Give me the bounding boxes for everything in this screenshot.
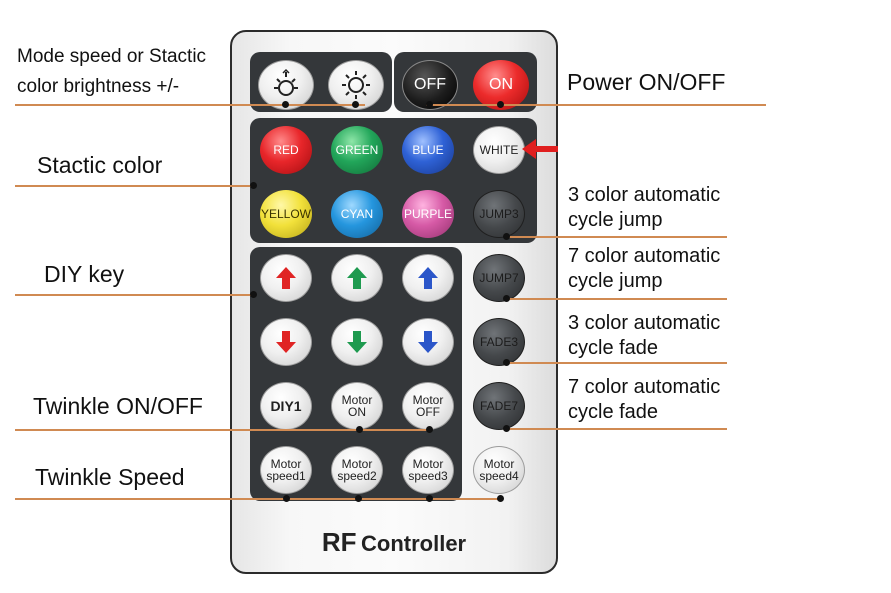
leader-fade3	[505, 362, 727, 364]
label-power: Power ON/OFF	[567, 69, 726, 95]
diy-up-blue-button[interactable]	[402, 254, 454, 302]
label-static-color: Stactic color	[37, 152, 163, 178]
green-button[interactable]: GREEN	[331, 126, 383, 174]
arrow-down-icon	[347, 331, 367, 353]
brand-label: RF Controller	[230, 527, 558, 558]
leader-dot	[355, 495, 362, 502]
purple-button[interactable]: PURPLE	[402, 190, 454, 238]
leader-jump7	[505, 298, 727, 300]
label-twinkle-onoff: Twinkle ON/OFF	[33, 393, 203, 419]
leader-dot	[503, 425, 510, 432]
white-button[interactable]: WHITE	[473, 126, 525, 174]
leader-dot	[426, 101, 433, 108]
leader-jump3	[505, 236, 727, 238]
jump7-button[interactable]: JUMP7	[473, 254, 525, 302]
label-jump3: 3 color automatic cycle jump	[568, 184, 721, 231]
leader-dot	[503, 233, 510, 240]
leader-dot	[282, 101, 289, 108]
leader-dot	[283, 495, 290, 502]
brightness-up-icon	[274, 68, 298, 96]
leader-dot	[497, 101, 504, 108]
diy-up-red-button[interactable]	[260, 254, 312, 302]
motor-speed3-button[interactable]: Motor speed3	[402, 446, 454, 494]
motor-speed1-button[interactable]: Motor speed1	[260, 446, 312, 494]
leader-dot	[497, 495, 504, 502]
leader-dot	[426, 495, 433, 502]
brightness-down-icon	[342, 71, 370, 99]
fade3-button[interactable]: FADE3	[473, 318, 525, 366]
diy-down-green-button[interactable]	[331, 318, 383, 366]
leader-dot	[503, 295, 510, 302]
fade7-button[interactable]: FADE7	[473, 382, 525, 430]
leader-power	[426, 104, 766, 106]
arrow-pointer-icon	[522, 139, 558, 159]
leader-twinkle-onoff	[15, 429, 430, 431]
label-mode-speed: Mode speed or Stactic color brightness +…	[17, 46, 207, 97]
cyan-button[interactable]: CYAN	[331, 190, 383, 238]
leader-dot	[356, 426, 363, 433]
leader-static-color	[15, 185, 255, 187]
label-diy-key: DIY key	[44, 261, 125, 287]
brightness-down-button[interactable]	[328, 60, 384, 110]
leader-twinkle-speed	[15, 498, 503, 500]
leader-dot	[250, 291, 257, 298]
label-jump7: 7 color automatic cycle jump	[568, 245, 721, 292]
leader-mode-speed	[15, 104, 365, 106]
motor-off-button[interactable]: Motor OFF	[402, 382, 454, 430]
arrow-down-icon	[276, 331, 296, 353]
red-button[interactable]: RED	[260, 126, 312, 174]
arrow-down-icon	[418, 331, 438, 353]
yellow-button[interactable]: YELLOW	[260, 190, 312, 238]
arrow-up-icon	[347, 267, 367, 289]
diy-up-green-button[interactable]	[331, 254, 383, 302]
leader-fade7	[505, 428, 727, 430]
brand-controller: Controller	[361, 531, 467, 556]
leader-dot	[426, 426, 433, 433]
jump3-button[interactable]: JUMP3	[473, 190, 525, 238]
motor-on-button[interactable]: Motor ON	[331, 382, 383, 430]
label-fade7: 7 color automatic cycle fade	[568, 376, 721, 423]
leader-dot	[352, 101, 359, 108]
label-twinkle-speed: Twinkle Speed	[35, 464, 185, 490]
diy1-button[interactable]: DIY1	[260, 382, 312, 430]
leader-diy-key	[15, 294, 255, 296]
motor-speed4-button[interactable]: Motor speed4	[473, 446, 525, 494]
arrow-up-icon	[276, 267, 296, 289]
diy-down-red-button[interactable]	[260, 318, 312, 366]
leader-dot	[250, 182, 257, 189]
leader-dot	[503, 359, 510, 366]
brand-rf: RF	[321, 527, 357, 557]
diy-down-blue-button[interactable]	[402, 318, 454, 366]
motor-speed2-button[interactable]: Motor speed2	[331, 446, 383, 494]
blue-button[interactable]: BLUE	[402, 126, 454, 174]
label-fade3: 3 color automatic cycle fade	[568, 312, 721, 359]
arrow-up-icon	[418, 267, 438, 289]
